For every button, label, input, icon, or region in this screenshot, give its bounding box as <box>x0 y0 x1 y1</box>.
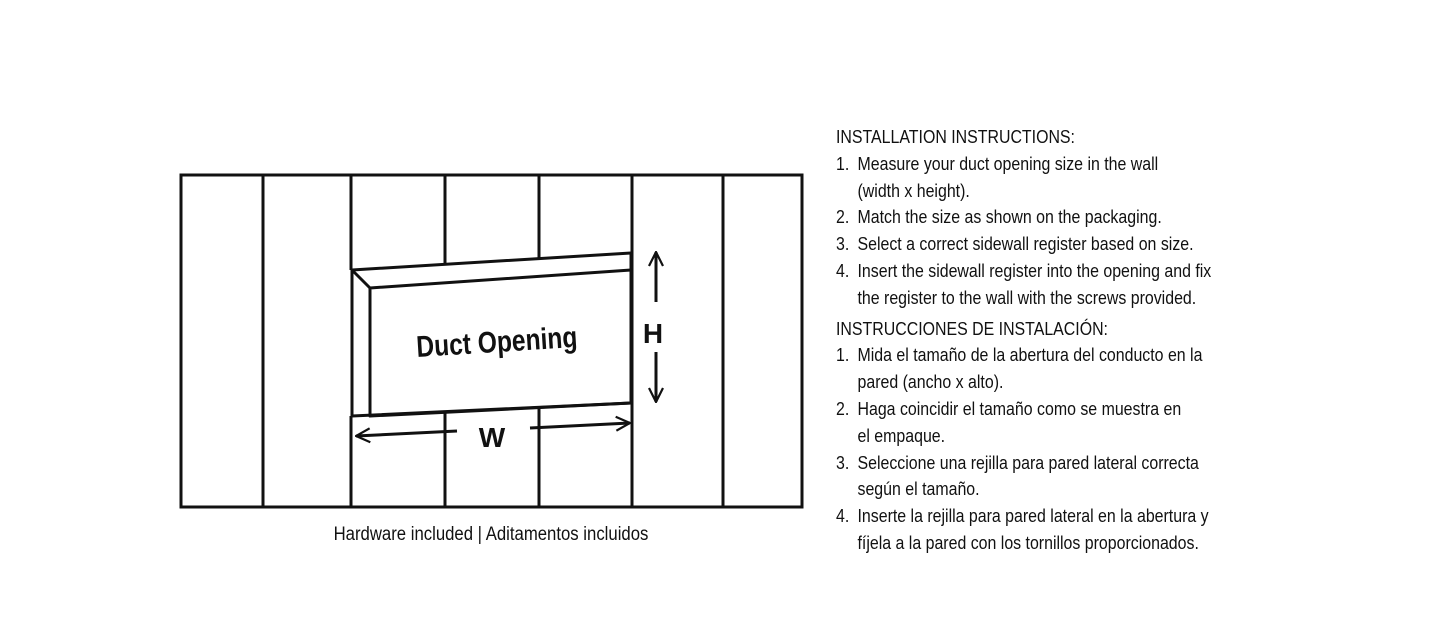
step-text: Measure your duct opening size in the wa… <box>857 152 1159 174</box>
step-text: pared (ancho x alto). <box>857 371 1004 393</box>
english-step-1: 1. Measure your duct opening size in the… <box>836 151 1318 205</box>
installation-instructions: INSTALLATION INSTRUCTIONS: 1. Measure yo… <box>836 124 1318 557</box>
step-number: 4. <box>836 505 850 527</box>
height-label: H <box>643 318 663 349</box>
step-text: Seleccione una rejilla para pared latera… <box>857 451 1199 473</box>
english-heading: INSTALLATION INSTRUCTIONS: <box>836 126 1075 147</box>
step-text: Inserte la rejilla para pared lateral en… <box>857 505 1209 527</box>
step-text: (width x height). <box>857 179 970 201</box>
spanish-step-3: 3. Seleccione una rejilla para pared lat… <box>836 450 1318 504</box>
step-number: 2. <box>836 206 850 228</box>
duct-opening-frame <box>350 251 633 418</box>
step-text: Mida el tamaño de la abertura del conduc… <box>857 344 1203 366</box>
english-step-4: 4. Insert the sidewall register into the… <box>836 258 1318 312</box>
step-text: el empaque. <box>857 424 946 446</box>
width-arrow-left <box>356 431 458 436</box>
duct-inner-panel <box>368 268 633 418</box>
duct-bevel-corner <box>350 268 372 290</box>
step-number: 1. <box>836 152 850 174</box>
width-label: W <box>479 422 506 453</box>
step-text: Haga coincidir el tamaño como se muestra… <box>857 397 1182 419</box>
wall-duct-diagram: Duct Opening H W <box>179 173 804 509</box>
spanish-step-1: 1. Mida el tamaño de la abertura del con… <box>836 342 1318 396</box>
step-number: 3. <box>836 233 850 255</box>
step-text: Insert the sidewall register into the op… <box>857 259 1212 281</box>
step-number: 2. <box>836 397 850 419</box>
step-number: 1. <box>836 344 850 366</box>
hardware-caption: Hardware included | Aditamentos incluido… <box>333 524 649 545</box>
step-number: 3. <box>836 451 850 473</box>
step-text: Select a correct sidewall register based… <box>857 233 1194 255</box>
step-text: según el tamaño. <box>857 478 980 500</box>
width-arrow-right <box>529 423 630 428</box>
step-text: the register to the wall with the screws… <box>857 286 1197 308</box>
spanish-step-2: 2. Haga coincidir el tamaño como se mues… <box>836 396 1318 450</box>
english-step-2: 2. Match the size as shown on the packag… <box>836 204 1318 231</box>
english-step-3: 3. Select a correct sidewall register ba… <box>836 231 1318 258</box>
step-number: 4. <box>836 259 850 281</box>
spanish-step-4: 4. Inserte la rejilla para pared lateral… <box>836 503 1318 557</box>
step-text: fíjela a la pared con los tornillos prop… <box>857 531 1199 553</box>
spanish-heading: INSTRUCCIONES DE INSTALACIÓN: <box>836 317 1108 339</box>
step-text: Match the size as shown on the packaging… <box>857 206 1162 228</box>
wall-outline <box>179 173 804 509</box>
